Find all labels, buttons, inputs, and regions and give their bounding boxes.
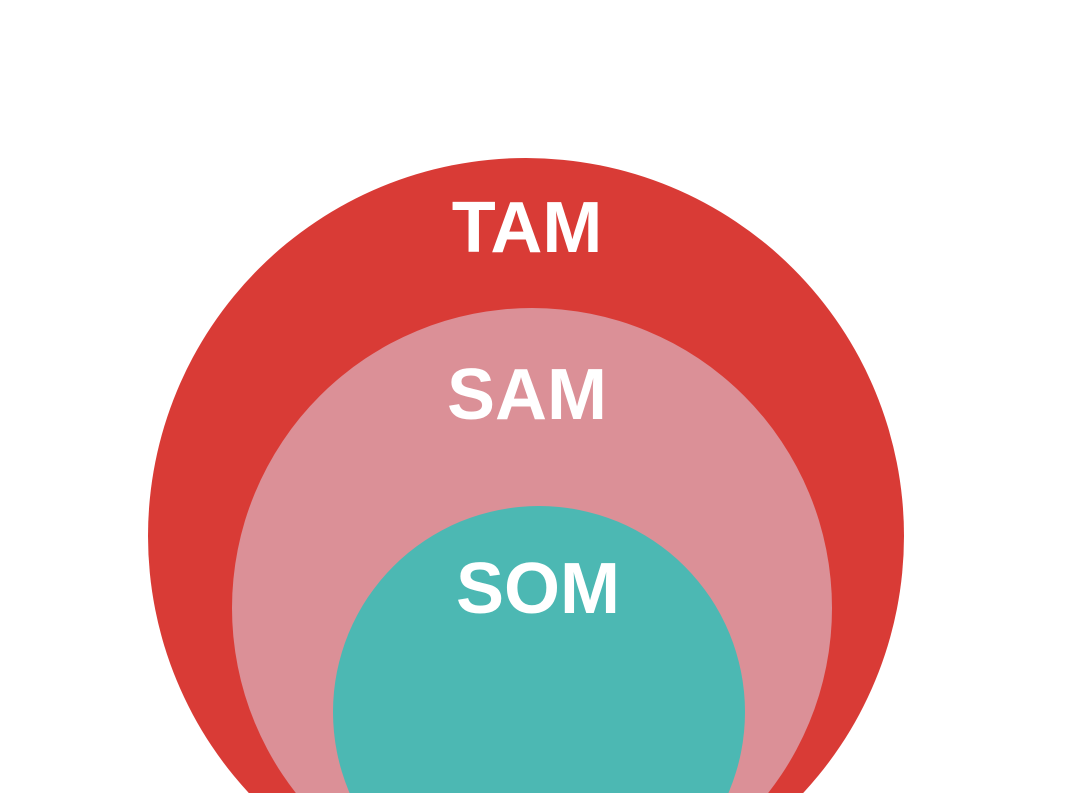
som-circle[interactable] xyxy=(333,506,745,793)
sam-label: SAM xyxy=(447,355,607,435)
tam-label: TAM xyxy=(452,188,603,268)
som-label: SOM xyxy=(456,549,620,629)
